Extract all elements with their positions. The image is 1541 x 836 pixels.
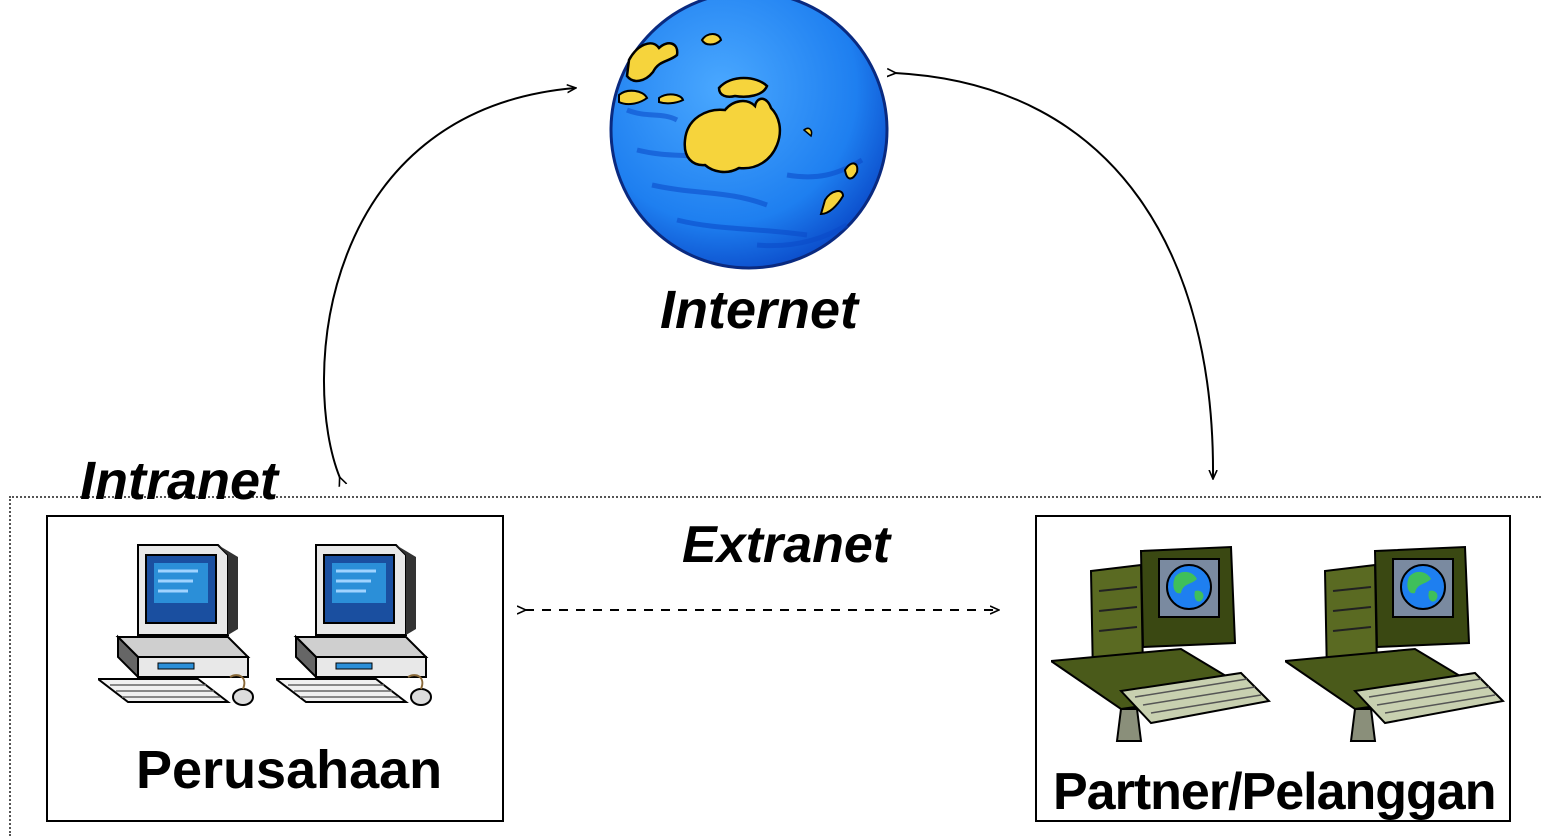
intranet-region (9, 496, 1541, 836)
partner-label: Partner/Pelanggan (1053, 763, 1496, 821)
arrow-internet-intranet (323, 88, 575, 478)
web-computer-icon (1051, 545, 1271, 742)
desktop-computer-icon (276, 544, 432, 706)
arrow-internet-partner (895, 73, 1213, 478)
intranet-label: Intranet (80, 451, 279, 511)
internet-label: Internet (660, 280, 859, 340)
extranet-label: Extranet (682, 516, 891, 574)
company-box: Perusahaan (46, 515, 504, 822)
desktop-computer-icon (98, 544, 254, 706)
web-computer-icon (1285, 545, 1505, 742)
globe-icon (609, 0, 889, 270)
company-label: Perusahaan (136, 740, 443, 800)
partner-box: Partner/Pelanggan (1035, 515, 1511, 822)
